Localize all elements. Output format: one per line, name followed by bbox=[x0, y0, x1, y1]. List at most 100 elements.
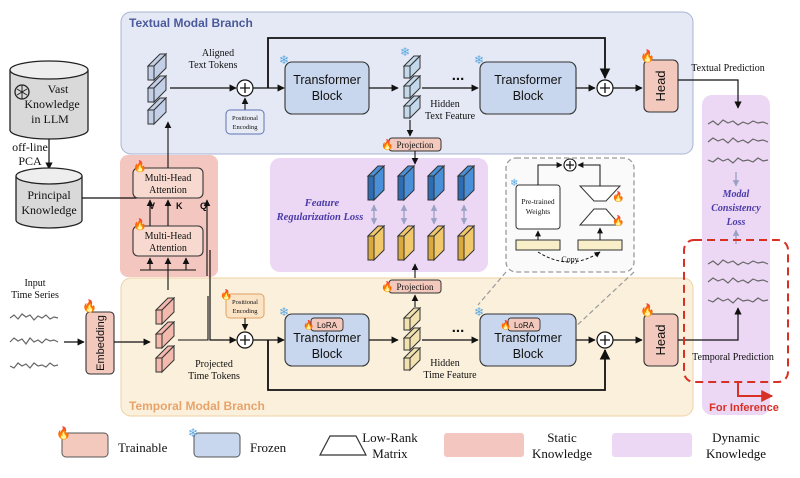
regularization-arrows bbox=[370, 204, 468, 225]
aligned-text-tokens bbox=[146, 52, 168, 126]
lora-down-flame-icon: 🔥 bbox=[612, 214, 624, 227]
time-plus-icon-2 bbox=[600, 335, 610, 345]
lora-up-matrix bbox=[578, 185, 622, 202]
projected-tokens-label-1: Projected bbox=[195, 359, 233, 370]
time-tb2-snowflake-icon: ❄ bbox=[474, 305, 484, 319]
v-label: V bbox=[149, 201, 155, 211]
modal-loss-label-2: Consistency bbox=[711, 203, 761, 214]
text-pe-label-1: Positional bbox=[232, 115, 258, 122]
lora-input-right bbox=[577, 239, 623, 251]
time-tb2-label-2: Block bbox=[513, 347, 544, 361]
time-residual-arrow bbox=[267, 340, 611, 391]
hidden-text-label-1: Hidden bbox=[430, 99, 459, 110]
text-transformer-block-1 bbox=[284, 61, 370, 115]
text-pe-label-2: Encoding bbox=[233, 124, 259, 131]
embedding bbox=[85, 311, 115, 375]
lora-detail-arrows bbox=[535, 162, 603, 240]
projected-time-tokens bbox=[154, 296, 176, 374]
mha-upper-label-2: Attention bbox=[149, 185, 187, 196]
mha-lower-flame-icon: 🔥 bbox=[133, 218, 147, 231]
projected-time-features bbox=[366, 224, 476, 262]
text-tb1-snowflake-icon: ❄ bbox=[279, 53, 289, 67]
text-projection-flame-icon: 🔥 bbox=[381, 138, 393, 151]
text-plus-icon-2 bbox=[600, 83, 610, 93]
principal-database bbox=[15, 167, 83, 229]
time-tb1-label-2: Block bbox=[312, 347, 343, 361]
weights-label-2: Weights bbox=[526, 207, 550, 216]
lora-input-left bbox=[515, 239, 561, 251]
inference-box bbox=[683, 239, 789, 383]
weights-snowflake-icon: ❄ bbox=[510, 178, 518, 189]
legend-dynamic-label-1: Dynamic bbox=[712, 430, 760, 445]
temporal-branch-title: Temporal Modal Branch bbox=[129, 399, 265, 413]
text-plus-icon bbox=[240, 83, 250, 93]
temporal-prediction-series bbox=[707, 259, 769, 304]
llm-database bbox=[9, 60, 89, 140]
tokens-to-attention-line bbox=[178, 296, 209, 341]
temporal-prediction-label: Temporal Prediction bbox=[692, 352, 774, 363]
text-tb2-label-2: Block bbox=[513, 89, 544, 103]
pca-label-1: off-line bbox=[12, 140, 48, 154]
time-tb2-label-1: Transformer bbox=[494, 331, 562, 345]
legend-flame-icon: 🔥 bbox=[56, 426, 71, 440]
legend-frozen-swatch bbox=[193, 432, 241, 458]
k-label: K bbox=[176, 201, 183, 211]
time-projection-label: Projection bbox=[397, 282, 434, 292]
temporal-prediction-arrow bbox=[678, 307, 742, 341]
legend-trainable-label: Trainable bbox=[118, 440, 168, 455]
feature-loss-label-1: Feature bbox=[304, 198, 340, 209]
copy-label: Copy bbox=[561, 255, 578, 264]
text-transformer-block-2 bbox=[479, 61, 577, 115]
llm-label-3: in LLM bbox=[31, 112, 69, 126]
time-projection-flame-icon: 🔥 bbox=[381, 280, 393, 293]
legend-dynamic-label-2: Knowledge bbox=[706, 446, 766, 461]
lora-plus-icon bbox=[566, 161, 574, 169]
text-tb1-label-1: Transformer bbox=[293, 73, 361, 87]
hidden-text-feature-tokens bbox=[402, 54, 422, 120]
time-tb1-label-1: Transformer bbox=[293, 331, 361, 345]
aligned-tokens-label-2: Text Tokens bbox=[189, 60, 238, 71]
mha-lower-label-2: Attention bbox=[149, 243, 187, 254]
q-label: Q bbox=[200, 201, 207, 211]
input-label-2: Time Series bbox=[11, 290, 59, 301]
time-pe-flame-icon: 🔥 bbox=[220, 288, 232, 301]
lora-up-flame-icon: 🔥 bbox=[612, 190, 624, 203]
time-head-flame-icon: 🔥 bbox=[640, 303, 655, 317]
embedding-flame-icon: 🔥 bbox=[82, 299, 97, 313]
textual-branch-title: Textual Modal Branch bbox=[129, 16, 253, 30]
textual-prediction-label: Textual Prediction bbox=[691, 63, 764, 74]
mha-lower-label-1: Multi-Head bbox=[145, 231, 192, 242]
input-label-1: Input bbox=[24, 278, 45, 289]
legend-static-label-2: Knowledge bbox=[532, 446, 592, 461]
legend-dynamic-swatch bbox=[612, 433, 692, 457]
aligned-tokens-label-1: Aligned bbox=[202, 48, 234, 59]
text-projection-label: Projection bbox=[397, 140, 434, 150]
legend-lowrank-swatch bbox=[319, 435, 367, 456]
hidden-text-label-2: Text Feature bbox=[425, 111, 476, 122]
time-tb1-lora-flame-icon: 🔥 bbox=[303, 319, 314, 330]
openai-logo-icon bbox=[14, 84, 30, 100]
legend-lowrank-label-2: Matrix bbox=[372, 446, 408, 461]
time-tb1-lora-label: LoRA bbox=[317, 321, 338, 330]
modal-loss-label-1: Modal bbox=[722, 189, 750, 200]
time-pe-label-2: Encoding bbox=[233, 308, 259, 315]
hidden-time-label-2: Time Feature bbox=[423, 370, 477, 381]
legend-static-label-1: Static bbox=[547, 430, 577, 445]
lora-zoom-line-1 bbox=[477, 271, 507, 306]
llm-label-1: Vast bbox=[48, 82, 69, 96]
feature-loss-label-2: Regularization Loss bbox=[276, 212, 364, 223]
text-head-flame-icon: 🔥 bbox=[640, 49, 655, 63]
dynamic-knowledge-region bbox=[702, 95, 770, 415]
lora-zoom-line-2 bbox=[571, 271, 635, 331]
embedding-label: Embedding bbox=[95, 315, 107, 371]
time-head-label: Head bbox=[653, 324, 668, 355]
time-pe-label-1: Positional bbox=[232, 299, 258, 306]
legend-snowflake-icon: ❄ bbox=[188, 426, 198, 440]
qkv-arrows bbox=[140, 121, 211, 290]
mha-upper-label-1: Multi-Head bbox=[145, 173, 192, 184]
principal-label-2: Knowledge bbox=[21, 203, 76, 217]
hidden-time-label-1: Hidden bbox=[430, 358, 459, 369]
time-tb1-snowflake-icon: ❄ bbox=[279, 305, 289, 319]
copy-arrow bbox=[537, 251, 601, 263]
